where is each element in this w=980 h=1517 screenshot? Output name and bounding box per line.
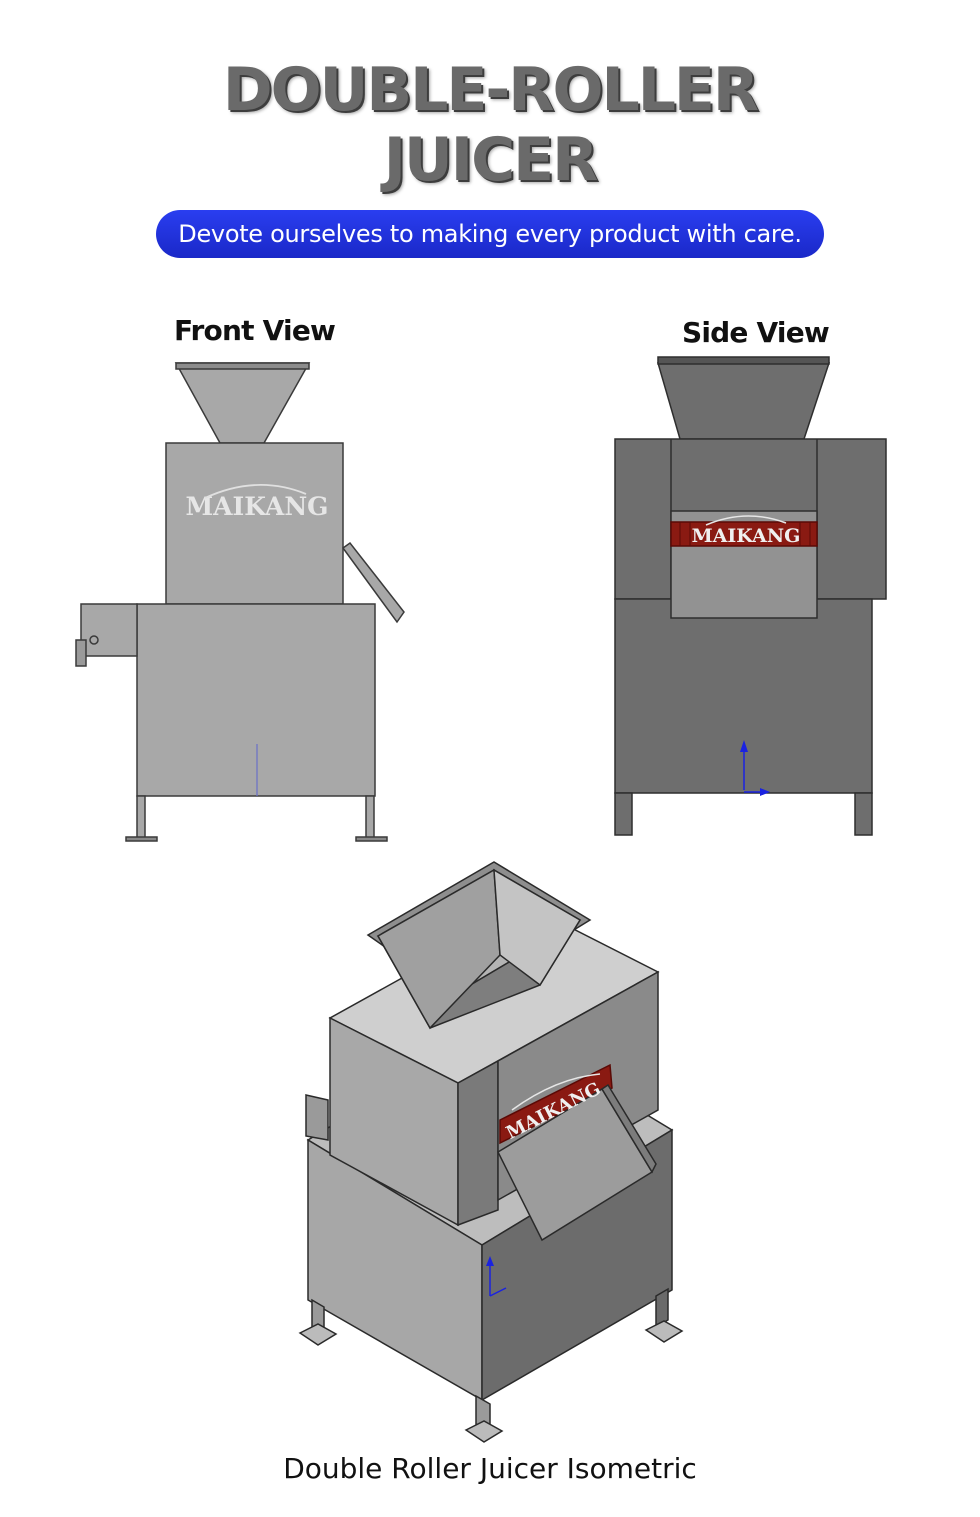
page-title-line-2: JUICER [383,125,599,195]
isometric-view-label: Double Roller Juicer Isometric [283,1452,697,1485]
side-view-label: Side View [682,316,830,349]
side-brand-band [670,521,818,547]
front-view-label: Front View [174,314,336,347]
front-lower-body [136,603,376,797]
front-side-outlet [80,603,138,657]
side-brand-text: MAIKANG [692,525,801,547]
slogan-banner: Devote ourselves to making every product… [156,210,824,258]
front-discharge-chute [341,541,405,624]
page-title-line-1: DOUBLE-ROLLER [222,55,759,125]
